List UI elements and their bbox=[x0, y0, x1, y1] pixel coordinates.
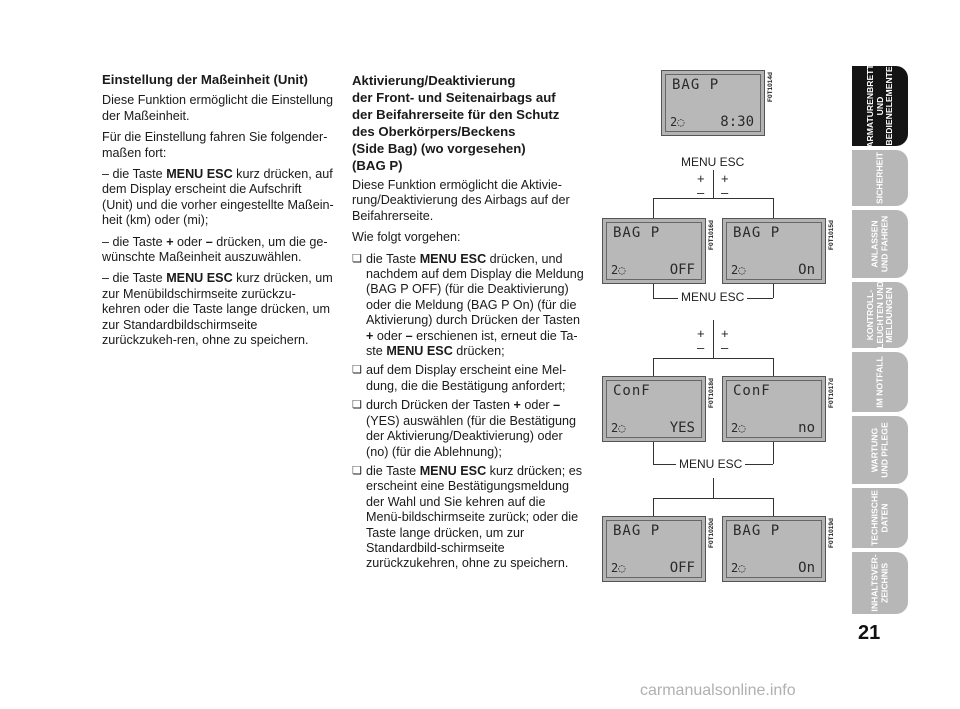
tab-anlassen[interactable]: ANLASSEN UND FAHREN bbox=[852, 210, 908, 278]
unit-instructions-intro: Für die Einstellung fahren Sie folgender… bbox=[102, 130, 328, 160]
unit-step-2: – die Taste + oder – drücken, um die ge-… bbox=[102, 234, 328, 265]
figure-code: F0T1017d bbox=[828, 378, 835, 408]
unit-section: Einstellung der Maßeinheit (Unit) Diese … bbox=[102, 72, 334, 355]
tab-technische-daten[interactable]: TECHNISCHE DATEN bbox=[852, 488, 908, 548]
airbag-seat-icon: 2◌ bbox=[731, 561, 746, 575]
airbag-step-2: ❏auf dem Display erscheint eine Mel-dung… bbox=[352, 363, 567, 393]
menu-esc-label: MENU ESC bbox=[676, 457, 746, 471]
menu-esc-label: MENU ESC bbox=[678, 155, 748, 169]
checkbox-bullet-icon: ❏ bbox=[352, 399, 362, 412]
tab-kontrollleuchten[interactable]: KONTROLL- LEUCHTEN UND MELDUNGEN bbox=[852, 281, 908, 349]
figure-code: F0T1016d bbox=[708, 220, 715, 250]
tab-inhaltsverzeichnis[interactable]: INHALTSVER- ZEICHNIS bbox=[852, 552, 908, 614]
airbag-step-1: ❏die Taste MENU ESC drücken, und nachdem… bbox=[352, 251, 584, 359]
unit-step-1: – die Taste MENU ESC kurz drücken, auf d… bbox=[102, 167, 334, 228]
airbag-intro: Diese Funktion ermöglicht die Aktivie-ru… bbox=[352, 178, 570, 223]
unit-heading: Einstellung der Maßeinheit (Unit) bbox=[102, 72, 308, 87]
airbag-step-4: ❏die Taste MENU ESC kurz drücken; es ers… bbox=[352, 463, 583, 571]
unit-step-3: – die Taste MENU ESC kurz drücken, um zu… bbox=[102, 271, 333, 348]
figure-code: F0T1018d bbox=[708, 378, 715, 408]
tab-wartung[interactable]: WARTUNG UND PFLEGE bbox=[852, 416, 908, 484]
airbag-step-3: ❏durch Drücken der Tasten + oder – (YES)… bbox=[352, 398, 577, 459]
watermark: carmanualsonline.info bbox=[640, 682, 796, 699]
figure-code: F0T1020d bbox=[708, 518, 715, 548]
figure-code: F0T1015d bbox=[828, 220, 835, 250]
figure-code: F0T1019d bbox=[828, 518, 835, 548]
checkbox-bullet-icon: ❏ bbox=[352, 364, 362, 377]
airbag-seat-icon: 2◌ bbox=[611, 263, 626, 277]
checkbox-bullet-icon: ❏ bbox=[352, 464, 362, 477]
airbag-heading: Aktivierung/Deaktivierung der Front- und… bbox=[352, 73, 560, 173]
airbag-section: Aktivierung/Deaktivierung der Front- und… bbox=[352, 72, 584, 576]
checkbox-bullet-icon: ❏ bbox=[352, 252, 362, 265]
tab-armaturenbrett[interactable]: ARMATURENBRETT UND BEDIENELEMENTE bbox=[852, 64, 908, 148]
airbag-procedure-intro: Wie folgt vorgehen: bbox=[352, 230, 461, 245]
tab-sicherheit[interactable]: SICHERHEIT bbox=[852, 150, 908, 206]
airbag-seat-icon: 2◌ bbox=[731, 263, 746, 277]
unit-intro: Diese Funktion ermöglicht die Einstellun… bbox=[102, 93, 334, 123]
page-number: 21 bbox=[858, 622, 881, 644]
figure-code: F0T1014d bbox=[767, 72, 774, 102]
airbag-seat-icon: 2◌ bbox=[611, 561, 626, 575]
airbag-seat-icon: 2◌ bbox=[731, 421, 746, 435]
menu-esc-label: MENU ESC bbox=[678, 290, 748, 304]
airbag-seat-icon: 2◌ bbox=[670, 115, 685, 129]
airbag-seat-icon: 2◌ bbox=[611, 421, 626, 435]
tab-im-notfall[interactable]: IM NOTFALL bbox=[852, 352, 908, 412]
